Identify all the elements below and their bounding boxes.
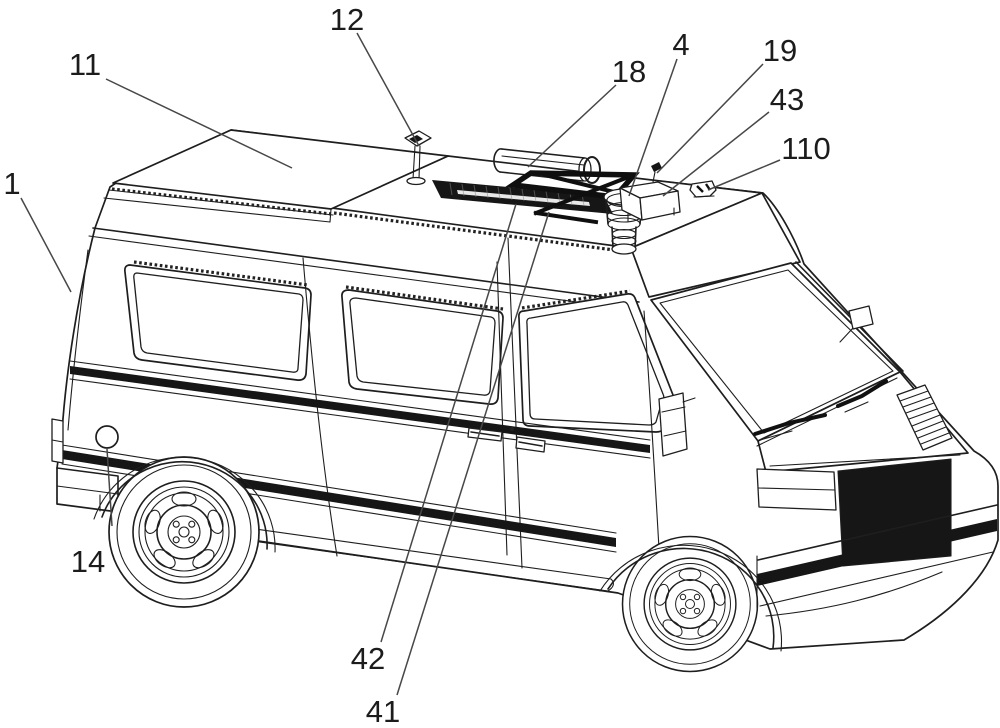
leader-19 — [656, 63, 764, 174]
side-windows — [124, 260, 675, 433]
front-door-handle — [510, 427, 546, 453]
rear-edge-inner-line — [67, 249, 89, 431]
hood-vent — [896, 384, 953, 451]
louver-vent-panel — [432, 180, 613, 214]
leader-12 — [356, 32, 420, 147]
ref-label-1: 1 — [3, 166, 20, 201]
windshield-inner — [659, 269, 894, 434]
rear-wheel — [108, 456, 260, 608]
sill-stripe-edges — [69, 360, 651, 459]
door-window-glass — [526, 301, 665, 426]
rear-wheel-arch-lip — [93, 456, 276, 553]
ref-label-12: 12 — [330, 2, 364, 37]
ref-label-18: 18 — [612, 54, 646, 89]
leader-4 — [628, 58, 678, 197]
leader-18 — [527, 84, 617, 168]
leader-14 — [106, 448, 113, 527]
gutter-line2 — [88, 235, 637, 311]
ref-label-14: 14 — [71, 544, 105, 579]
front-wheel-arch — [607, 547, 775, 649]
headlight — [756, 468, 837, 511]
a-pillar-far — [795, 261, 904, 372]
ref-label-41: 41 — [366, 694, 400, 728]
front-valance — [765, 571, 943, 617]
ref-label-11: 11 — [69, 47, 101, 82]
leader-42 — [380, 203, 517, 643]
ref-label-19: 19 — [763, 33, 797, 68]
side-mirror — [658, 392, 696, 457]
leader-1 — [20, 197, 72, 293]
ref-label-43: 43 — [770, 82, 804, 117]
rack-brace-2 — [542, 172, 625, 197]
hood-front-edge — [769, 454, 961, 467]
roof-antenna — [651, 162, 662, 183]
roof-camera-mast — [404, 130, 432, 186]
window-channel-dashes — [133, 260, 631, 311]
gutter-line1 — [92, 227, 640, 303]
roof-pod-lip-dashed — [111, 187, 332, 216]
roof-mounting-bracket — [689, 180, 717, 198]
leader-110 — [707, 159, 781, 191]
b-pillar-seam — [507, 237, 523, 569]
front-bumper — [756, 504, 998, 617]
door-lock — [510, 427, 514, 431]
wheels — [93, 456, 783, 673]
wiper-right — [836, 379, 888, 408]
rear-wheel-arch — [101, 460, 268, 550]
ref-label-110: 110 — [781, 131, 830, 166]
fuel-filler-cap — [95, 425, 119, 449]
ref-label-42: 42 — [351, 641, 385, 676]
front-grille-frame — [837, 458, 952, 567]
cab-front — [650, 261, 998, 617]
leader-41 — [396, 211, 550, 696]
ref-label-4: 4 — [672, 27, 689, 62]
roof-equipment-box — [619, 181, 681, 222]
front-wheel — [621, 535, 759, 673]
roof-pod-top — [112, 129, 449, 210]
slider-window-glass — [349, 297, 496, 396]
wiper-left — [753, 413, 827, 436]
sliding-door-handle — [467, 427, 503, 442]
sill-stripe-band — [70, 366, 650, 453]
rack-rail-lower-bar — [533, 210, 599, 225]
annotations: 1 11 12 14 18 4 19 43 110 42 41 — [3, 2, 830, 728]
b-pillar-seam2 — [496, 261, 508, 556]
tail-lamp — [51, 418, 64, 464]
pod-step-edge — [329, 208, 332, 223]
leader-43 — [662, 111, 770, 197]
leader-11 — [105, 78, 293, 169]
rack-brace-1 — [533, 173, 634, 216]
quarter-window-glass — [133, 272, 304, 373]
roof-pod-lip-line2 — [103, 197, 331, 223]
front-wheel-arch-lip — [599, 544, 783, 652]
sliding-door-rear-seam — [302, 257, 338, 557]
rocker-molding — [109, 508, 614, 592]
far-side-mirror — [839, 305, 874, 343]
wipers — [753, 379, 888, 441]
